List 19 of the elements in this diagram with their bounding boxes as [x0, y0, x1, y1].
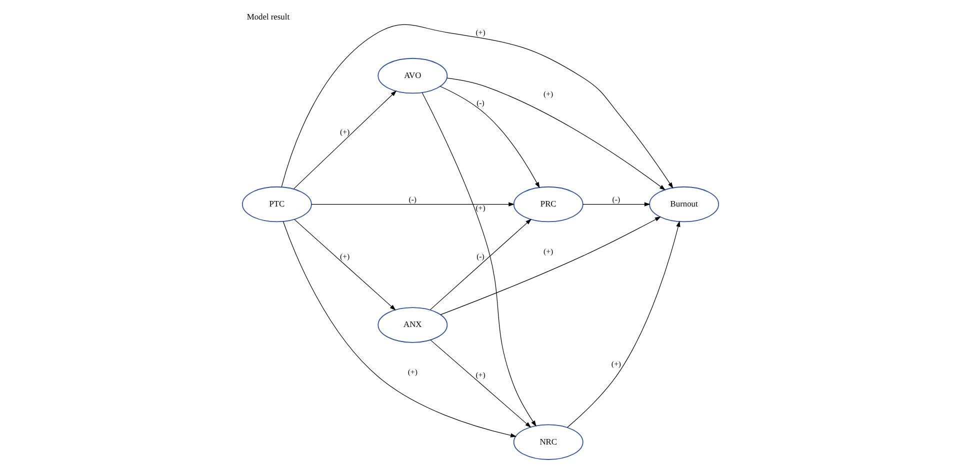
arrow [430, 218, 532, 310]
arrow [282, 221, 517, 438]
node-ellipse: AVO [378, 58, 448, 94]
node-ellipse: NRC [513, 424, 584, 460]
arrow [422, 92, 536, 427]
arrow [446, 78, 666, 190]
node-ellipse: PRC [513, 186, 584, 222]
arrow [430, 340, 532, 428]
node-ellipse: PTC [242, 186, 312, 222]
node-ellipse: ANX [378, 307, 448, 343]
arrow [582, 202, 650, 206]
arrow [440, 86, 540, 188]
arrow [311, 202, 515, 206]
diagram-title: Model result [246, 12, 290, 22]
arrow [294, 219, 396, 310]
arrow [293, 90, 397, 190]
arrow [281, 24, 674, 188]
arrow [440, 216, 661, 315]
arrow [567, 220, 680, 428]
